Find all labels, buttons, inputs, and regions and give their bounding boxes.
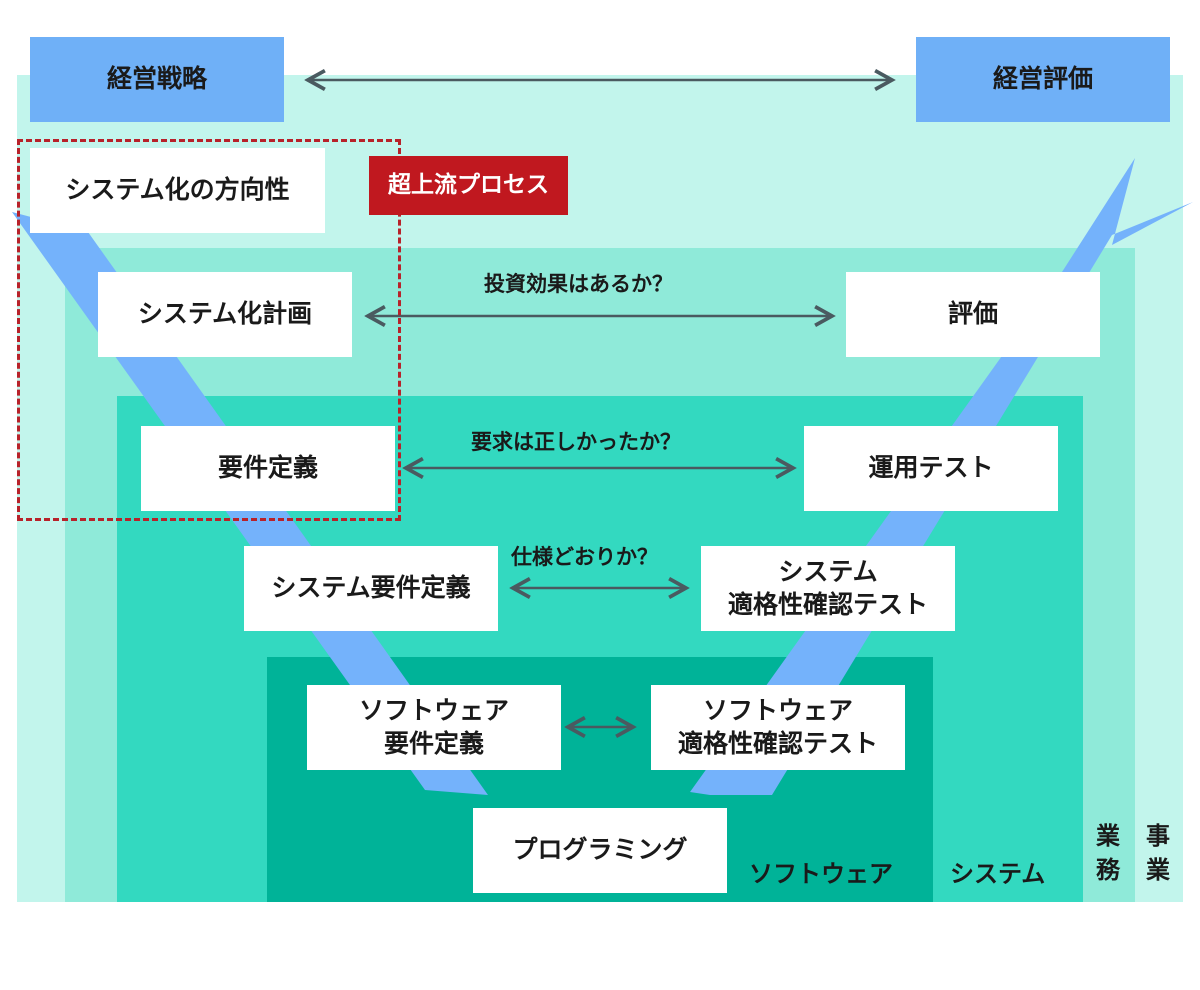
software-requirements-box: ソフトウェア 要件定義: [307, 685, 561, 770]
systemization-direction-box: システム化の方向性: [30, 148, 325, 233]
operation-test-box: 運用テスト: [804, 426, 1058, 511]
operations-layer-label: 業 務: [1096, 822, 1120, 884]
investment-question-label: 投資効果はあるか？: [484, 272, 673, 296]
business-layer-label: 事 業: [1146, 822, 1170, 884]
business-evaluation-box: 経営評価: [916, 37, 1170, 122]
systemization-plan-box: システム化計画: [98, 272, 352, 357]
system-requirements-box: システム要件定義: [244, 546, 498, 631]
software-acceptance-test-box: ソフトウェア 適格性確認テスト: [651, 685, 905, 770]
upstream-process-callout: 超上流プロセス: [369, 156, 568, 215]
system-layer-label: システム: [950, 860, 1046, 888]
requirements-definition-box: 要件定義: [141, 426, 395, 511]
evaluation-box: 評価: [846, 272, 1100, 357]
programming-box: プログラミング: [473, 808, 727, 893]
system-acceptance-test-box: システム 適格性確認テスト: [701, 546, 955, 631]
business-strategy-box: 経営戦略: [30, 37, 284, 122]
requirements-question-label: 要求は正しかったか？: [471, 430, 681, 454]
upstream-process-frame: [17, 139, 401, 521]
spec-question-label: 仕様どおりか？: [511, 545, 658, 569]
software-layer-label: ソフトウェア: [749, 860, 893, 888]
